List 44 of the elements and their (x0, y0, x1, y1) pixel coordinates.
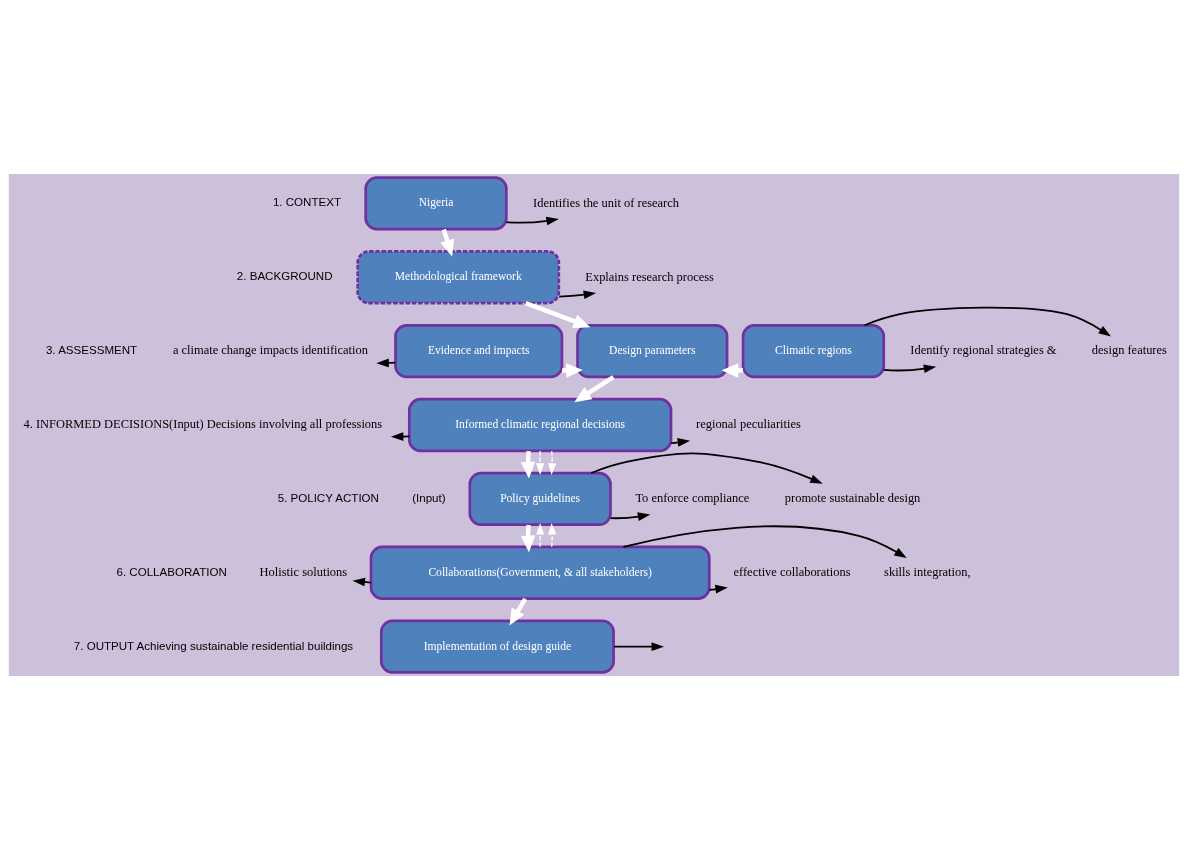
node-text: skills integration, (884, 564, 971, 579)
label: 6. COLLABORATION (116, 565, 227, 578)
node-text: To enforce compliance (635, 490, 750, 505)
node-text: design features (1091, 342, 1167, 357)
arrow (708, 584, 728, 593)
arrow (376, 358, 397, 367)
arrow (882, 363, 937, 373)
node-box: Informed climatic regional decisions (407, 397, 673, 452)
arrow (670, 437, 691, 447)
node-box: Policy guidelines (468, 471, 612, 526)
node-box: Evidence and impacts (394, 323, 564, 378)
arrow (536, 449, 545, 475)
arrow (548, 522, 557, 547)
arrow (548, 449, 557, 475)
node-box: Design parameters (576, 323, 729, 378)
node-box: Implementation of design guide (379, 619, 615, 674)
arrow (863, 306, 1111, 337)
label: 7. OUTPUT Achieving sustainable residential buildings (73, 639, 354, 652)
arrow (622, 524, 907, 558)
arrow (574, 374, 615, 402)
arrow (505, 216, 559, 225)
node-box: Methodological framework (356, 249, 561, 304)
label: 2. BACKGROUND (236, 269, 333, 282)
node-box: Collaborations(Government, & all stakeholders) (369, 545, 711, 600)
node-text: Holistic solutions (259, 564, 348, 579)
node-text: Identifies the unit of research (533, 195, 679, 210)
arrow (590, 452, 823, 484)
label: (Input) (412, 491, 446, 504)
node-box: Nigeria (364, 175, 508, 230)
arrow (609, 511, 651, 521)
arrow (558, 289, 597, 299)
node-text: Identify regional strategies & (910, 342, 1057, 357)
arrow (536, 522, 545, 547)
node-text: a climate change impacts identification (172, 342, 368, 357)
node-text: regional peculiarities (696, 416, 801, 431)
label: 3. ASSESSMENT (45, 343, 138, 356)
arrow (524, 300, 591, 328)
node-text: Explains research process (585, 269, 714, 284)
node-text: 4. INFORMED DECISIONS(Input) Decisions involving all professions (23, 416, 383, 431)
node-box: Climatic regions (741, 323, 886, 378)
node-text: effective collaborations (733, 564, 851, 579)
label: 5. POLICY ACTION (277, 491, 379, 504)
label: 1. CONTEXT (272, 195, 342, 208)
node-text: promote sustainable design (784, 490, 921, 505)
